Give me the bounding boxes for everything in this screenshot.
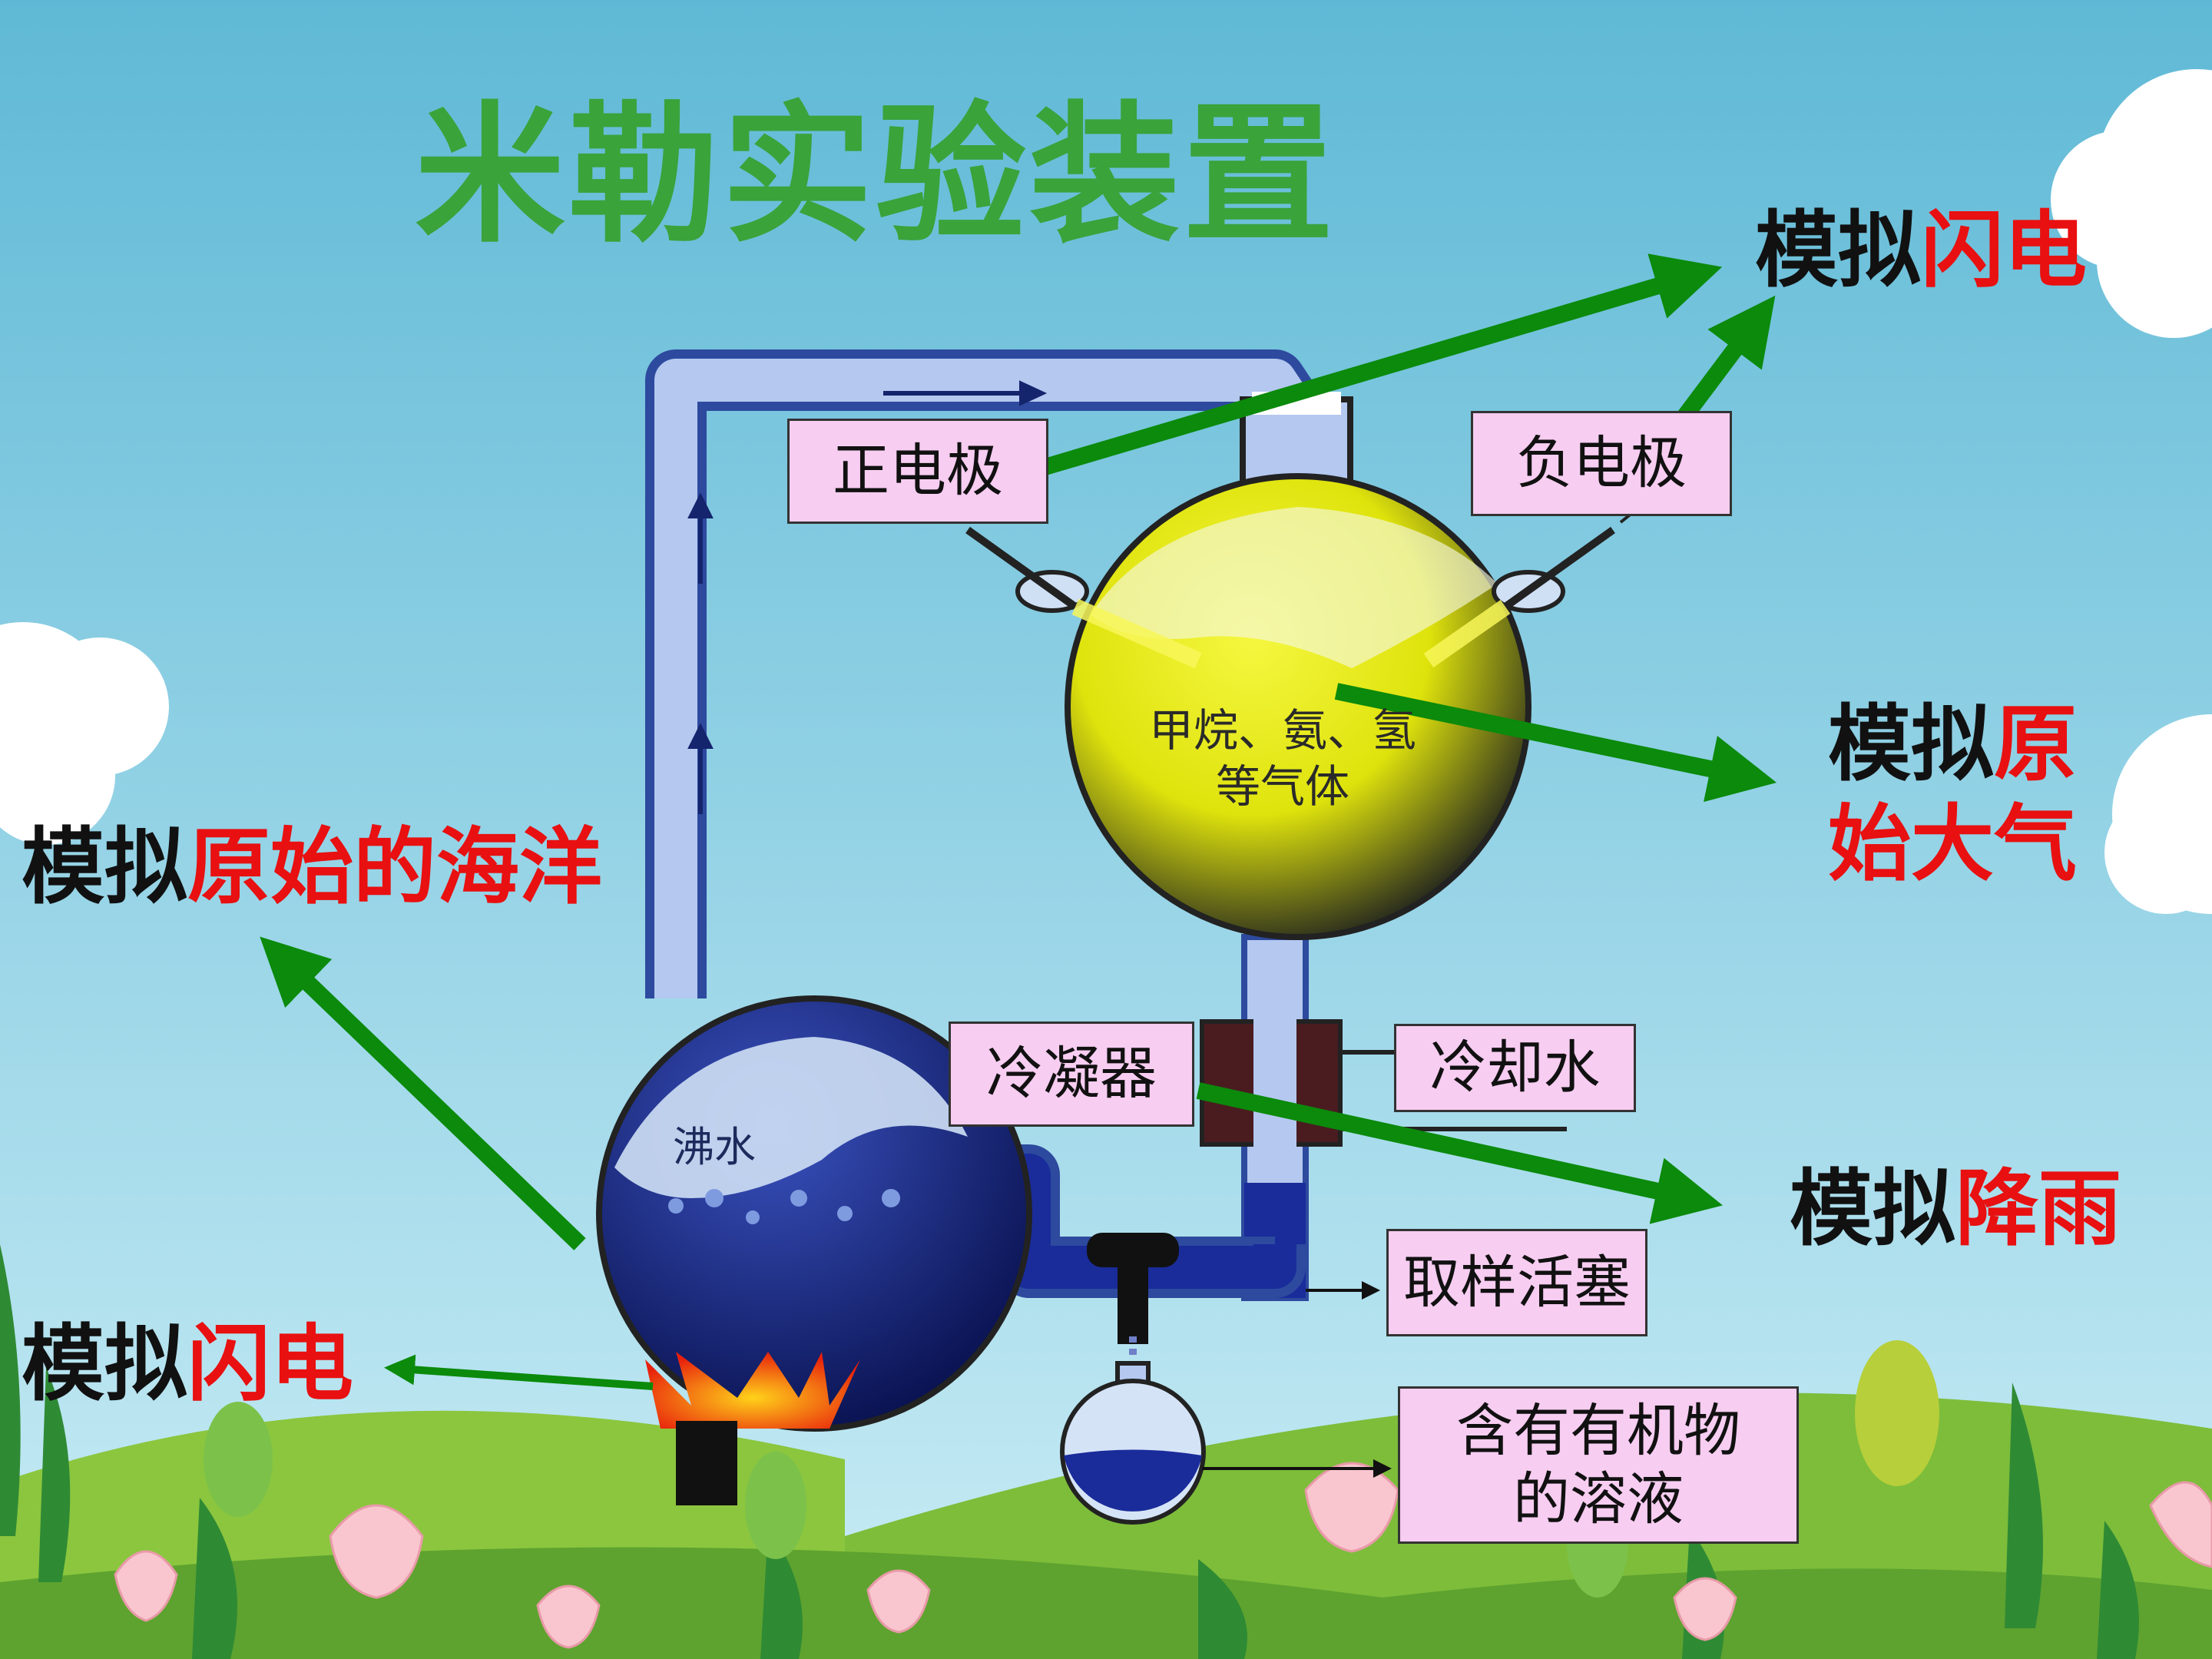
boiling-water-label: 沸水 (673, 1123, 756, 1171)
caption-highlight-line2: 始大气 (1828, 796, 2078, 892)
caption-prefix: 模拟 (1828, 697, 1995, 793)
arrow-condenser-to-rain (1196, 1082, 1723, 1224)
caption-highlight: 原 (1994, 697, 2078, 793)
caption-rain: 模拟降雨 (1790, 1160, 2121, 1260)
gas-flask-label-line1: 甲烷、氨、氢 (1148, 704, 1416, 757)
flow-arrow-icon (687, 380, 1048, 814)
label-solution-line2: 的溶液 (1513, 1465, 1684, 1532)
caption-ocean: 模拟原始的海洋 (22, 818, 602, 918)
green-arrows (260, 253, 1777, 1390)
boiling-flask (596, 995, 1032, 1432)
page-title: 米勒实验装置 (415, 88, 1337, 263)
caption-prefix: 模拟 (22, 1316, 188, 1412)
gas-flask-label-line2: 等气体 (1215, 760, 1349, 813)
electrode-icon (920, 490, 1089, 613)
label-condenser: 冷凝器 (949, 1022, 1194, 1127)
gas-flask-label: 甲烷、氨、氢 等气体 (1083, 703, 1482, 814)
arrow-gas-to-atmosphere (1334, 683, 1777, 803)
arrow-flame-to-lightning (384, 1354, 654, 1390)
label-solution: 含有有机物 的溶液 (1398, 1386, 1799, 1544)
collection-flask (1060, 1361, 1206, 1525)
arrow-positive-to-lightning (1011, 253, 1723, 485)
grass-decoration (0, 1244, 2139, 1659)
label-negative-electrode: 负电极 (1471, 411, 1732, 516)
burner (676, 1421, 737, 1505)
caption-lightning-bottom: 模拟闪电 (22, 1315, 353, 1415)
cloud-icon (2051, 69, 2212, 338)
caption-highlight: 闪电 (187, 1316, 354, 1412)
caption-highlight: 降雨 (1955, 1161, 2122, 1257)
spark-icon (1071, 598, 1511, 669)
tulip-flower-icon (114, 1462, 2212, 1649)
caption-highlight: 闪电 (1921, 203, 2088, 299)
caption-prefix: 模拟 (22, 820, 188, 916)
cloud-icon (0, 622, 169, 845)
label-sampling-valve: 取样活塞 (1386, 1229, 1647, 1336)
arrow-water-to-ocean (260, 936, 586, 1250)
label-solution-line1: 含有有机物 (1456, 1397, 1740, 1464)
caption-lightning-top: 模拟闪电 (1755, 201, 2087, 301)
label-positive-electrode: 正电极 (787, 419, 1048, 524)
caption-highlight: 原始的海洋 (187, 820, 603, 916)
cloud-icon (2104, 714, 2212, 914)
caption-prefix: 模拟 (1755, 203, 1922, 299)
gas-flask (1065, 473, 1532, 940)
caption-prefix: 模拟 (1790, 1161, 1956, 1257)
label-cooling-water: 冷却水 (1394, 1024, 1636, 1112)
sampling-valve-icon (1087, 1233, 1179, 1359)
flame-icon (645, 1352, 860, 1429)
caption-atmosphere: 模拟原 始大气 (1828, 695, 2077, 894)
